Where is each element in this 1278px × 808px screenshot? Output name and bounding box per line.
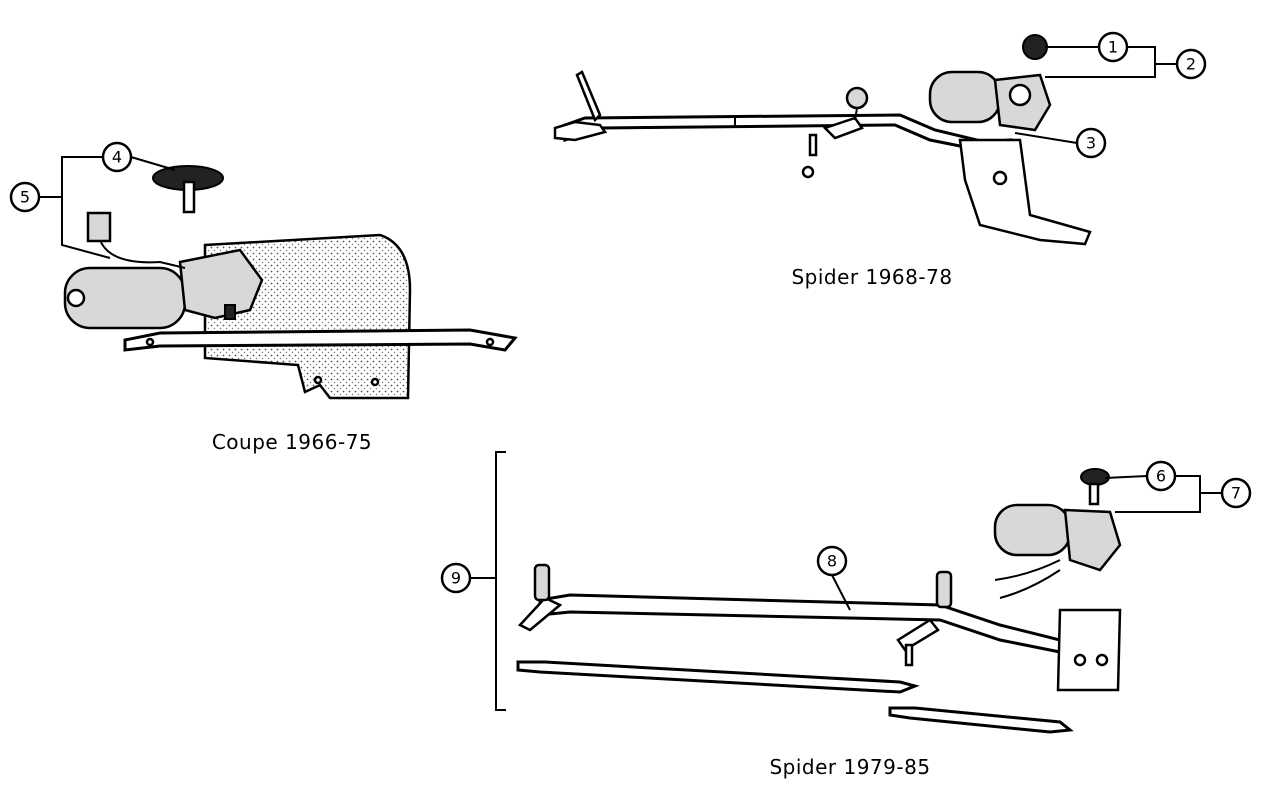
leader-lines bbox=[39, 46, 1222, 711]
callout-5: 5 bbox=[9, 181, 41, 213]
bolt bbox=[808, 133, 818, 157]
svg-text:5: 5 bbox=[20, 188, 30, 207]
center-crank bbox=[896, 618, 940, 652]
nut bbox=[801, 165, 815, 179]
left-spindle bbox=[533, 563, 551, 602]
svg-text:2: 2 bbox=[1186, 55, 1196, 74]
caption-spider-1968-78: Spider 1968-78 bbox=[791, 265, 953, 289]
center-spindle bbox=[935, 570, 953, 609]
wiring-harness bbox=[994, 559, 1061, 599]
callout-1: 1 bbox=[1097, 31, 1129, 63]
short-connecting-rod bbox=[888, 706, 1074, 734]
svg-text:8: 8 bbox=[827, 552, 837, 571]
svg-text:9: 9 bbox=[451, 569, 461, 588]
spider-1979-85-assembly bbox=[516, 468, 1122, 734]
motor-gearbox bbox=[178, 248, 264, 320]
connecting-rod bbox=[516, 660, 920, 694]
svg-text:3: 3 bbox=[1086, 134, 1096, 153]
callout-9: 9 bbox=[440, 562, 472, 594]
left-pivot-base bbox=[553, 120, 608, 142]
motor-gearbox bbox=[1063, 508, 1122, 572]
callout-4: 4 bbox=[101, 141, 133, 173]
svg-text:1: 1 bbox=[1108, 38, 1118, 57]
callout-2: 2 bbox=[1175, 48, 1207, 80]
wiring-harness bbox=[99, 239, 186, 269]
drive-gear-6 bbox=[1080, 468, 1110, 486]
drive-gear-1 bbox=[1022, 34, 1048, 60]
callout-6: 6 bbox=[1145, 460, 1177, 492]
callout-7: 7 bbox=[1220, 477, 1252, 509]
svg-text:6: 6 bbox=[1156, 467, 1166, 486]
caption-spider-1979-85: Spider 1979-85 bbox=[769, 755, 931, 779]
mounting-strap bbox=[123, 328, 518, 352]
connector-plug bbox=[86, 211, 112, 243]
spider-1968-78-assembly bbox=[553, 34, 1092, 246]
mounting-bracket bbox=[958, 138, 1092, 246]
callout-8: 8 bbox=[816, 545, 848, 577]
left-pivot-arm bbox=[575, 70, 602, 123]
center-pivot bbox=[822, 116, 864, 140]
center-pivot-knob bbox=[845, 86, 869, 110]
caption-coupe-1966-75: Coupe 1966-75 bbox=[211, 430, 373, 454]
wiper-motor bbox=[993, 503, 1072, 557]
mounting-bracket bbox=[1056, 608, 1122, 692]
wiper-motor bbox=[928, 70, 1002, 124]
left-pivot bbox=[517, 596, 563, 632]
callout-3: 3 bbox=[1075, 127, 1107, 159]
svg-text:4: 4 bbox=[112, 148, 122, 167]
coupe-1966-75-assembly bbox=[63, 165, 518, 400]
svg-text:7: 7 bbox=[1231, 484, 1241, 503]
linkage-rod-8 bbox=[538, 593, 1062, 654]
